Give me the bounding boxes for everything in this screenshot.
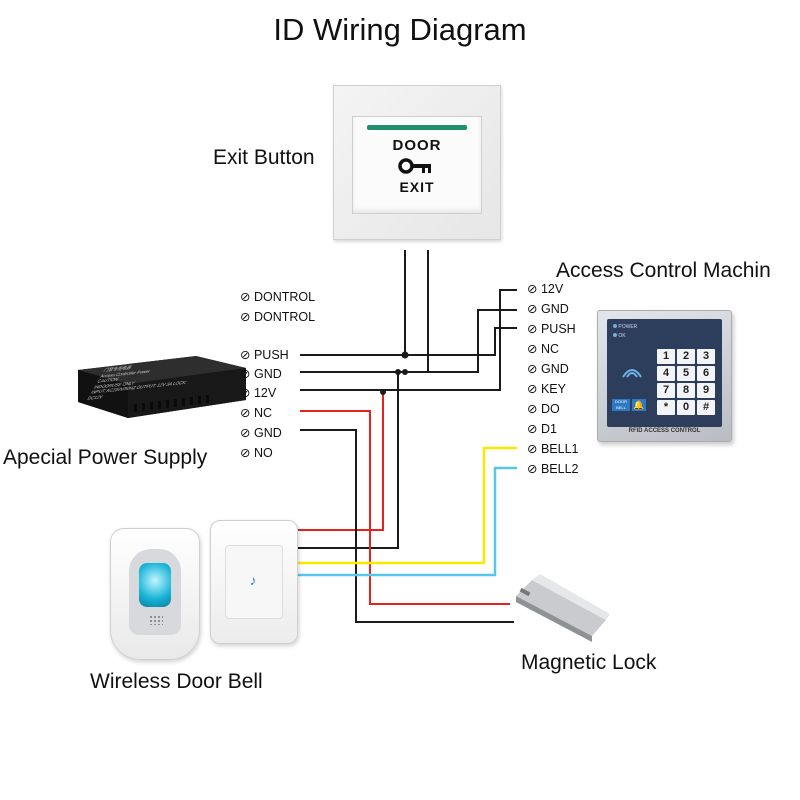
bell2-wire [295,466,517,577]
key-5[interactable]: 5 [677,366,695,381]
nc-wire [300,410,510,605]
key-2[interactable]: 2 [677,349,695,364]
screw-icon: ⊘ [240,367,251,381]
exit-button-text-door: DOOR [392,137,442,154]
screw-icon: ⊘ [527,342,538,356]
screw-icon: ⊘ [527,462,538,476]
power-terminal[interactable]: ⊘ GND [240,426,282,440]
controller-terminal[interactable]: ⊘ BELL2 [527,462,579,476]
power-terminal[interactable]: ⊘ NO [240,446,273,460]
access-control-device[interactable]: POWER OK DOOR BELL 🔔 1 2 3 4 5 6 7 8 9 *… [597,310,732,442]
power-terminal[interactable]: ⊘ DONTROL [240,310,316,324]
screw-icon: ⊘ [527,422,538,436]
access-control-footer: RFID ACCESS CONTROL [628,428,701,434]
exit-button-label: Exit Button [213,146,315,169]
screw-icon: ⊘ [527,282,538,296]
12v-wire [300,289,517,391]
power-terminal[interactable]: ⊘ NC [240,406,273,420]
key-9[interactable]: 9 [697,383,715,398]
door-bell-button-unit[interactable]: ♪ [210,520,298,644]
door-bell-label: Wireless Door Bell [90,670,263,693]
magnetic-lock-label: Magnetic Lock [521,651,657,674]
controller-terminal[interactable]: ⊘ PUSH [527,322,576,336]
screw-icon: ⊘ [527,322,538,336]
screw-icon: ⊘ [240,290,251,304]
door-bell-button[interactable]: DOOR BELL [612,399,630,411]
diagram-title: ID Wiring Diagram [273,12,527,47]
push-wire [300,327,517,356]
key-8[interactable]: 8 [677,383,695,398]
controller-terminal-block: ⊘ 12V ⊘ GND ⊘ PUSH ⊘ NC ⊘ GND ⊘ KEY ⊘ DO… [527,281,579,481]
screw-icon: ⊘ [240,386,251,400]
power-supply-label: Apecial Power Supply [3,446,208,469]
controller-terminal[interactable]: ⊘ BELL1 [527,442,579,456]
screw-icon: ⊘ [240,310,251,324]
key-6[interactable]: 6 [697,366,715,381]
power-terminal[interactable]: ⊘ GND [240,367,282,381]
power-terminal[interactable]: ⊘ DONTROL [240,290,316,304]
screw-icon: ⊘ [527,302,538,316]
access-control-label: Access Control Machin [556,259,771,282]
door-bell-light [139,563,171,607]
exit-button-text-exit: EXIT [399,179,435,195]
magnetic-lock-device[interactable] [510,572,610,642]
indicator-power: POWER [613,324,637,330]
key-0[interactable]: 0 [677,400,695,415]
key-4[interactable]: 4 [657,366,675,381]
power-supply-device[interactable]: 门禁专用电源 Access Controller Power CAUTION I… [78,356,246,436]
screw-icon: ⊘ [527,382,538,396]
screw-icon: ⊘ [240,406,251,420]
screw-icon: ⊘ [527,442,538,456]
screw-icon: ⊘ [527,402,538,416]
rfid-icon [617,359,647,388]
door-bell-receiver-inset [129,549,181,635]
gnd-lock-wire [300,429,514,623]
controller-terminal[interactable]: ⊘ GND [527,302,569,316]
screw-icon: ⊘ [527,362,538,376]
keypad[interactable]: 1 2 3 4 5 6 7 8 9 * 0 # [657,349,719,415]
door-bell-receiver[interactable] [110,528,200,660]
controller-terminal[interactable]: ⊘ GND [527,362,569,376]
power-terminal[interactable]: ⊘ PUSH [240,348,289,362]
screw-icon: ⊘ [240,426,251,440]
drop-wire-a [298,390,384,531]
key-7[interactable]: 7 [657,383,675,398]
controller-terminal[interactable]: ⊘ NC [527,342,560,356]
bell-symbol-icon: ♪ [249,572,257,588]
power-terminal-block: ⊘ DONTROL ⊘ DONTROL ⊘ PUSH ⊘ GND ⊘ 12V ⊘… [240,289,315,465]
screw-icon: ⊘ [240,348,251,362]
exit-button-led [367,125,467,130]
controller-terminal[interactable]: ⊘ KEY [527,382,566,396]
drop-wire-b [298,372,399,549]
exit-button-face: DOOR EXIT [352,116,482,214]
access-control-panel: POWER OK DOOR BELL 🔔 1 2 3 4 5 6 7 8 9 *… [607,319,722,427]
gnd-wire [300,309,517,373]
exit-button-device[interactable]: DOOR EXIT [333,85,501,240]
indicator-ok: OK [613,333,626,339]
bell-icon: 🔔 [632,399,646,411]
controller-terminal[interactable]: ⊘ DO [527,402,560,416]
key-1[interactable]: 1 [657,349,675,364]
door-bell-press-pad[interactable]: ♪ [225,545,283,619]
controller-terminal[interactable]: ⊘ D1 [527,422,557,436]
bell1-wire [295,446,517,565]
speaker-grille-icon [149,615,163,625]
key-star[interactable]: * [657,400,675,415]
key-3[interactable]: 3 [697,349,715,364]
key-icon [398,157,434,180]
key-hash[interactable]: # [697,400,715,415]
power-terminal[interactable]: ⊘ 12V [240,386,277,400]
controller-terminal[interactable]: ⊘ 12V [527,282,564,296]
screw-icon: ⊘ [240,446,251,460]
